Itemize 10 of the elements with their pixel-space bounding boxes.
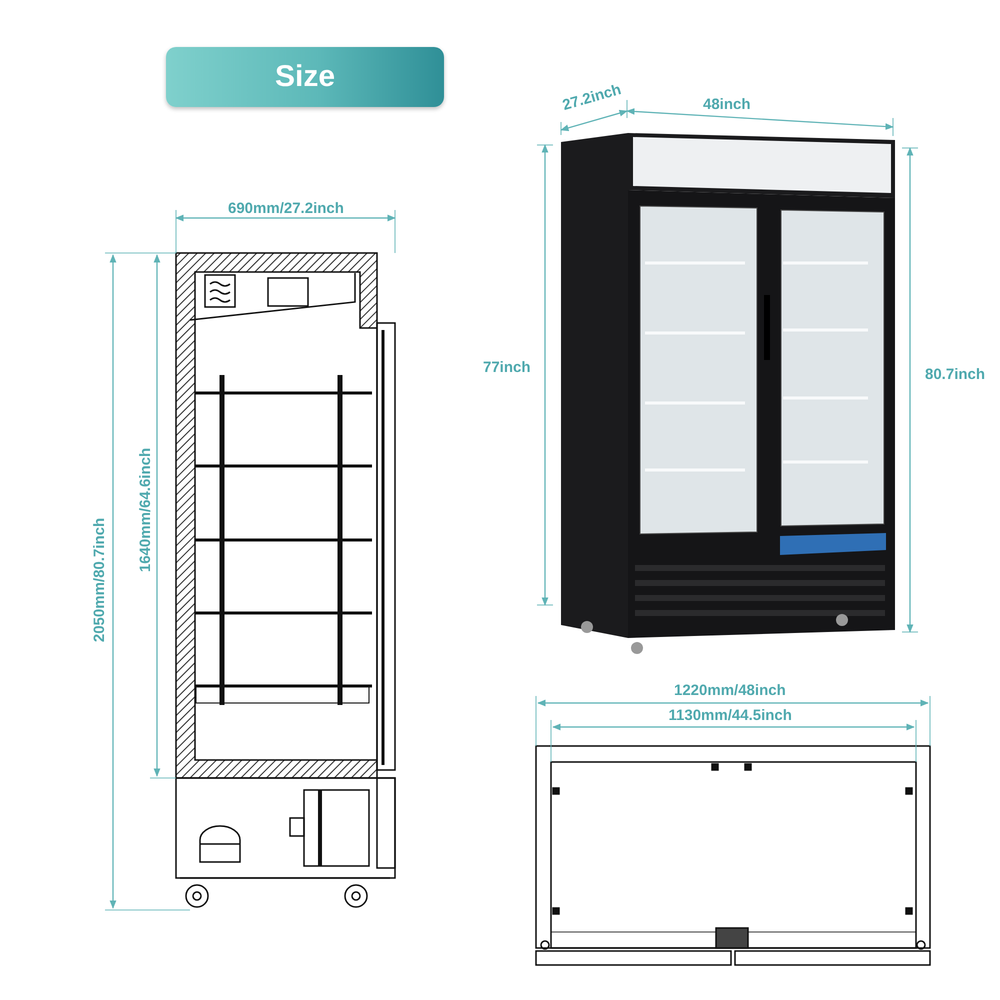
dimension-label: 2050mm/80.7inch — [91, 518, 110, 642]
dimension-label: 27.2inch — [560, 81, 624, 115]
dimension-label: 48inch — [703, 96, 751, 114]
dimension-label: 80.7inch — [925, 366, 986, 384]
dimension-label: 690mm/27.2inch — [228, 200, 344, 218]
dimension-label: 1640mm/64.6inch — [137, 448, 156, 572]
dimension-label: 1130mm/44.5inch — [668, 707, 792, 725]
dimension-label: 1220mm/48inch — [674, 682, 786, 700]
dimension-label: 77inch — [483, 359, 531, 377]
title-banner: Size — [166, 47, 444, 107]
